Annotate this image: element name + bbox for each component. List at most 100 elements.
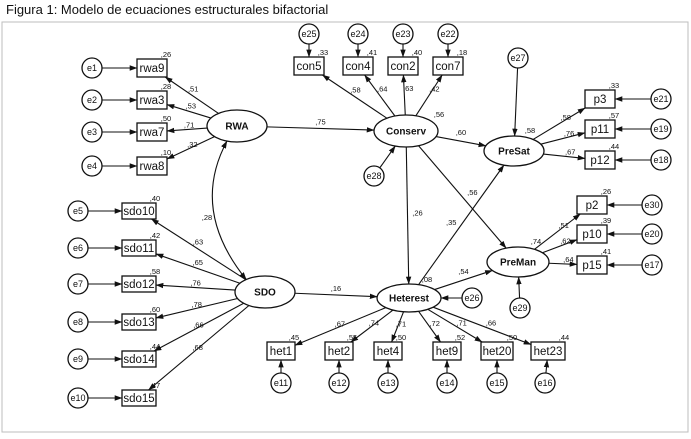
r2-label-heterest: ,08 [422, 275, 432, 284]
loading-label-het2: ,74 [369, 319, 379, 328]
loading-rwa-rwa7 [166, 127, 208, 134]
error-path-e16 [543, 359, 550, 374]
loading-label-p3: ,58 [560, 113, 570, 122]
latent-label-conserv: Conserv [386, 127, 426, 138]
loading-preman-p15 [548, 261, 578, 267]
path-label-rwa_sdo: ,28 [202, 213, 212, 222]
error-e28 [363, 165, 385, 187]
error-label-e12: e12 [331, 378, 346, 388]
loading-conserv-con4 [364, 74, 396, 117]
error-label-e11: e11 [274, 378, 288, 388]
error-label-e14: e14 [439, 378, 454, 388]
indicator-rwa7 [136, 122, 168, 142]
loading-label-rwa3: ,53 [186, 102, 196, 111]
indicator-p10 [576, 224, 608, 244]
loading-heterest-het20 [427, 308, 483, 343]
error-label-e3: e3 [87, 127, 97, 137]
r2-label-het4: ,50 [396, 333, 406, 342]
indicator-het2 [324, 341, 354, 361]
loading-sdo-sdo13 [155, 297, 238, 319]
latent-conserv [373, 114, 439, 148]
loading-heterest-het4 [391, 311, 405, 343]
disturbance-path-e28 [379, 145, 396, 169]
r2-label-conserv: ,56 [434, 110, 444, 119]
indicator-p15 [576, 255, 608, 275]
indicator-label-con2: con2 [391, 61, 416, 73]
error-e6 [67, 237, 89, 259]
error-label-e5: e5 [73, 206, 83, 216]
error-label-e4: e4 [87, 161, 97, 171]
error-label-e26: e26 [464, 293, 479, 303]
figure-caption: Figura 1: Modelo de ecuaciones estructur… [6, 2, 329, 17]
loading-label-p2: ,51 [558, 221, 568, 230]
error-e27 [507, 47, 529, 69]
indicator-label-rwa3: rwa3 [140, 95, 165, 107]
error-e16 [534, 372, 556, 394]
error-label-e8: e8 [73, 317, 83, 327]
error-label-e21: e21 [653, 94, 668, 104]
indicator-rwa3 [136, 90, 168, 110]
loading-heterest-het2 [350, 309, 394, 343]
latent-presat [483, 135, 545, 167]
indicator-label-p2: p2 [586, 200, 599, 212]
latent-label-presat: PreSat [498, 147, 530, 158]
loading-label-sdo10: ,63 [193, 237, 203, 246]
latent-preman [486, 246, 550, 278]
r2-label-het23: ,44 [559, 333, 569, 342]
indicator-label-rwa7: rwa7 [140, 127, 165, 139]
error-e30 [641, 194, 663, 216]
error-label-e17: e17 [644, 260, 659, 270]
indicator-label-p3: p3 [594, 94, 607, 106]
error-e13 [377, 372, 399, 394]
indicator-con2 [387, 56, 419, 76]
structural-path-heterest_presat [418, 164, 505, 285]
path-label-conserv_presat: ,60 [456, 128, 466, 137]
structural-path-sdo_heterest [294, 292, 378, 300]
r2-label-p3: ,33 [609, 81, 619, 90]
loading-rwa-rwa3 [166, 104, 212, 119]
loading-label-p10: ,62 [560, 237, 570, 246]
indicator-het9 [432, 341, 462, 361]
loading-sdo-sdo15 [148, 305, 250, 391]
path-label-heterest_preman: ,54 [458, 267, 468, 276]
error-e12 [328, 372, 350, 394]
error-label-e28: e28 [366, 171, 381, 181]
indicator-label-het20: het20 [483, 346, 512, 358]
r2-label-preman: ,74 [531, 237, 541, 246]
indicator-con5 [293, 56, 325, 76]
path-label-conserv_heterest: ,26 [412, 208, 422, 217]
r2-label-presat: ,58 [525, 126, 535, 135]
indicator-label-p11: p11 [591, 124, 609, 136]
error-e22 [437, 23, 459, 45]
latent-heterest [376, 283, 442, 313]
error-e20 [641, 223, 663, 245]
indicator-p2 [576, 195, 608, 215]
latent-sdo [234, 275, 296, 309]
error-e25 [298, 23, 320, 45]
r2-label-rwa7: ,50 [161, 114, 171, 123]
indicator-sdo15 [121, 389, 157, 407]
error-e8 [67, 311, 89, 333]
latent-label-rwa: RWA [225, 122, 248, 133]
error-label-e13: e13 [380, 378, 395, 388]
structural-path-conserv_heterest [405, 146, 412, 285]
indicator-rwa8 [136, 156, 168, 176]
r2-label-con2: ,40 [412, 48, 422, 57]
indicator-label-p15: p15 [582, 260, 601, 272]
error-e29 [509, 297, 531, 319]
loading-label-p11: ,76 [564, 129, 574, 138]
path-label-heterest_presat: ,35 [446, 218, 456, 227]
indicator-con4 [342, 56, 374, 76]
indicator-label-sdo12: sdo12 [123, 279, 154, 291]
r2-label-p2: ,26 [601, 187, 611, 196]
r2-label-het20: ,50 [507, 333, 517, 342]
error-label-e24: e24 [350, 29, 365, 39]
node-layer [67, 23, 672, 409]
r2-label-con4: ,41 [367, 48, 377, 57]
label-layer: ,51,53,71,32,63,65,76,78,66,68,58,64,63,… [70, 29, 668, 405]
indicator-label-rwa8: rwa8 [140, 161, 165, 173]
structural-path-conserv_preman [418, 145, 507, 249]
indicator-het20 [480, 341, 514, 361]
indicator-label-het4: het4 [377, 346, 400, 358]
loading-label-sdo11: ,65 [193, 258, 203, 267]
